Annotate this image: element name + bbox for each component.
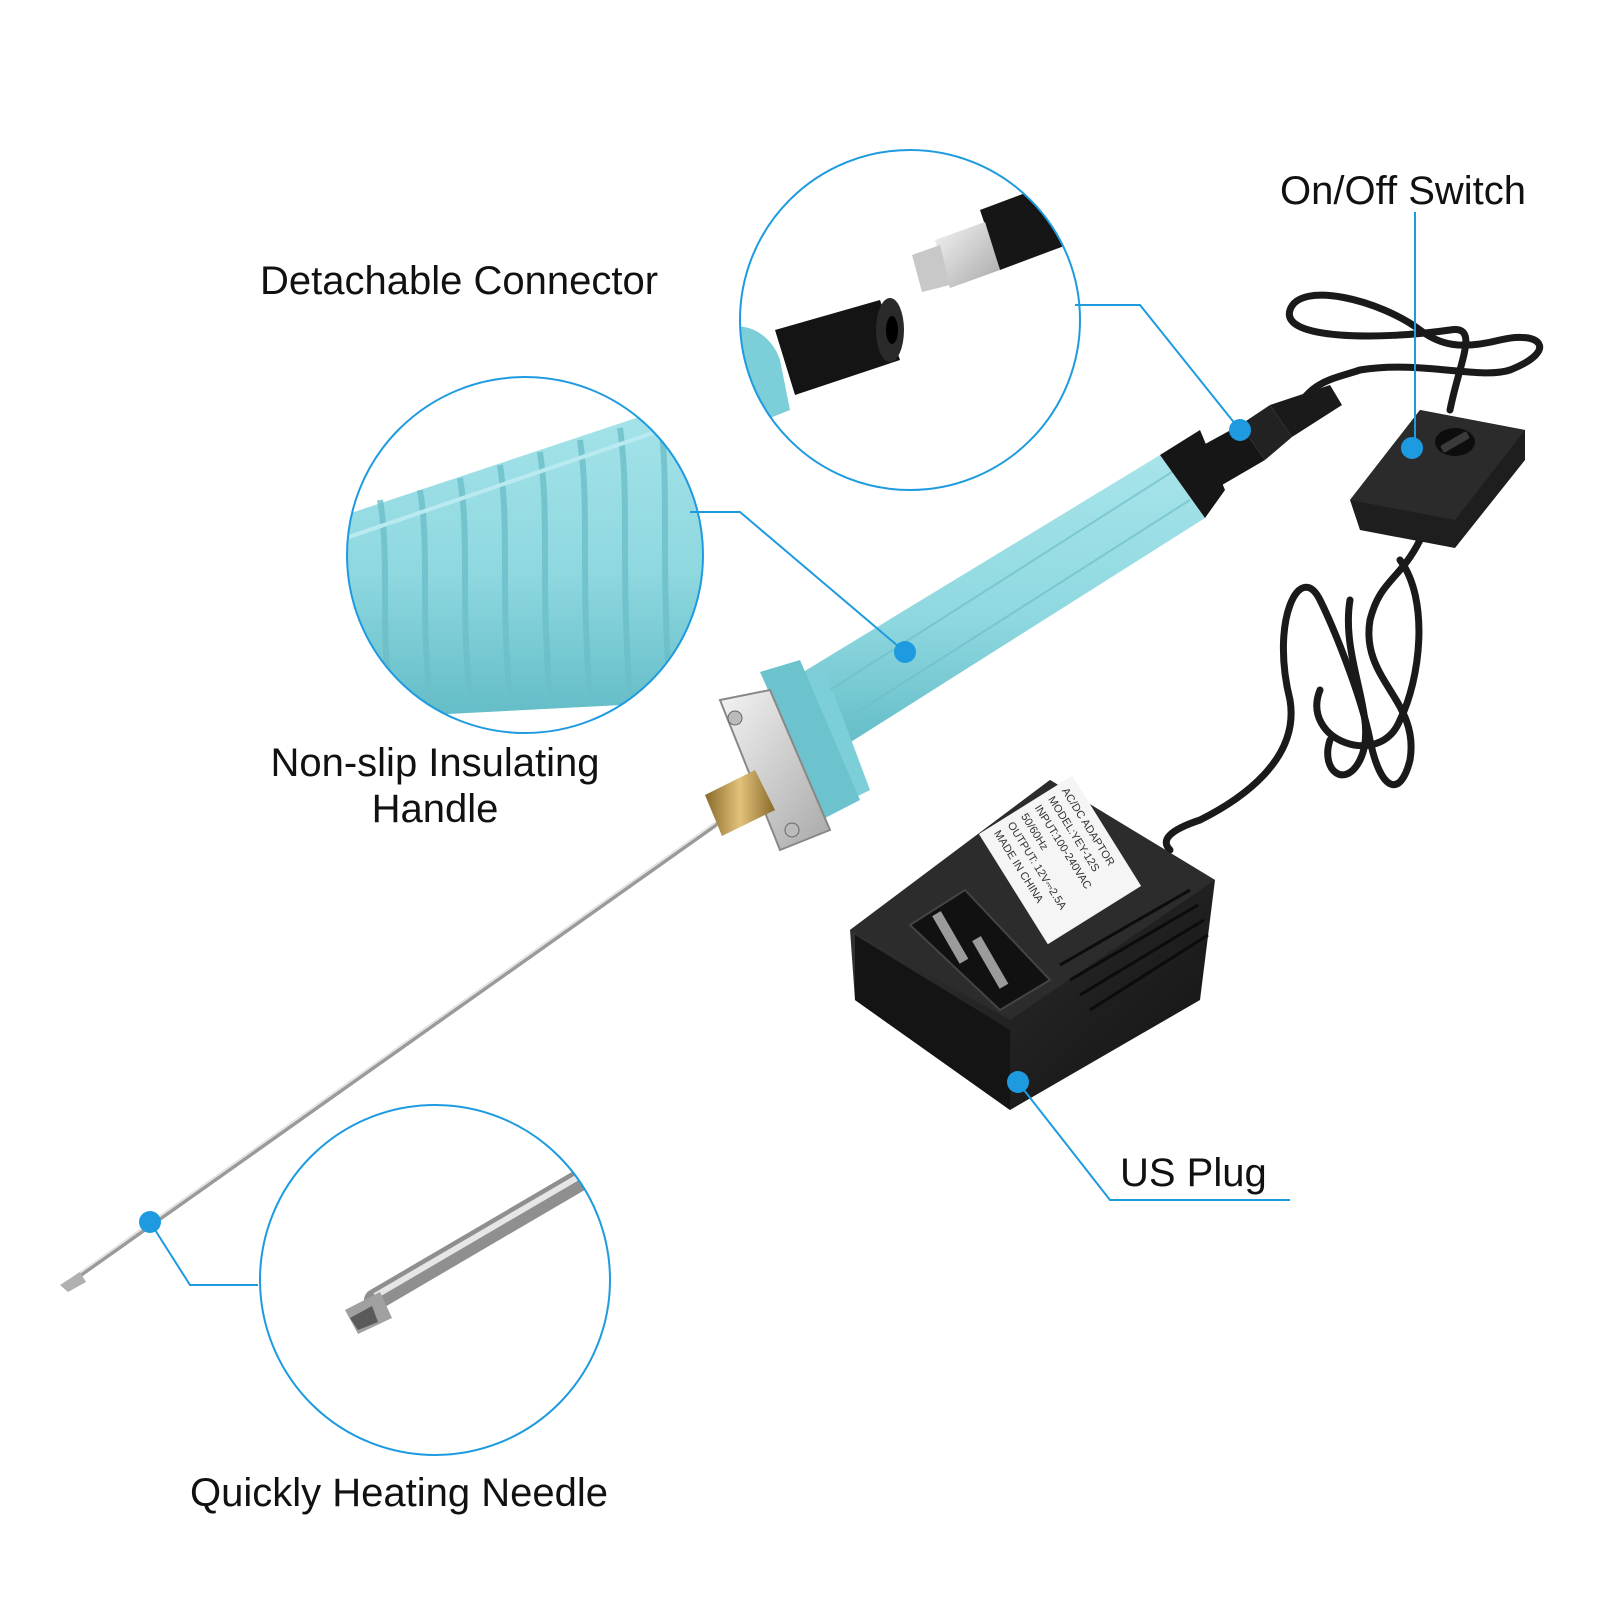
connector-dot	[1229, 419, 1251, 441]
non-slip-handle-label-line1: Non-slip Insulating	[270, 741, 600, 785]
handle-dot	[894, 641, 916, 663]
needle-zoom-circle	[259, 1104, 611, 1456]
handle-zoom-circle	[346, 376, 704, 734]
power-cable	[1162, 291, 1544, 854]
connector-zoom-circle	[739, 149, 1081, 491]
ac-adaptor: AC/DC ADAPTOR MODEL:YEY-12S INPUT:100-24…	[850, 775, 1215, 1110]
heating-needle-label: Quickly Heating Needle	[190, 1471, 608, 1515]
tool-handle	[705, 430, 1225, 852]
on-off-switch-box	[1350, 410, 1525, 548]
needle-dot	[139, 1211, 161, 1233]
detachable-connector-label: Detachable Connector	[260, 259, 659, 303]
non-slip-handle-label-line2: Handle	[371, 787, 499, 831]
callout-dots	[139, 419, 1423, 1233]
heating-needle-wire	[60, 822, 718, 1292]
leader-lines	[149, 212, 1416, 1286]
non-slip-handle-label: Non-slip Insulating Handle	[250, 740, 620, 832]
switch-dot	[1401, 437, 1423, 459]
on-off-switch-label: On/Off Switch	[1280, 169, 1527, 213]
plug-dot	[1007, 1071, 1029, 1093]
us-plug-label: US Plug	[1120, 1151, 1267, 1195]
